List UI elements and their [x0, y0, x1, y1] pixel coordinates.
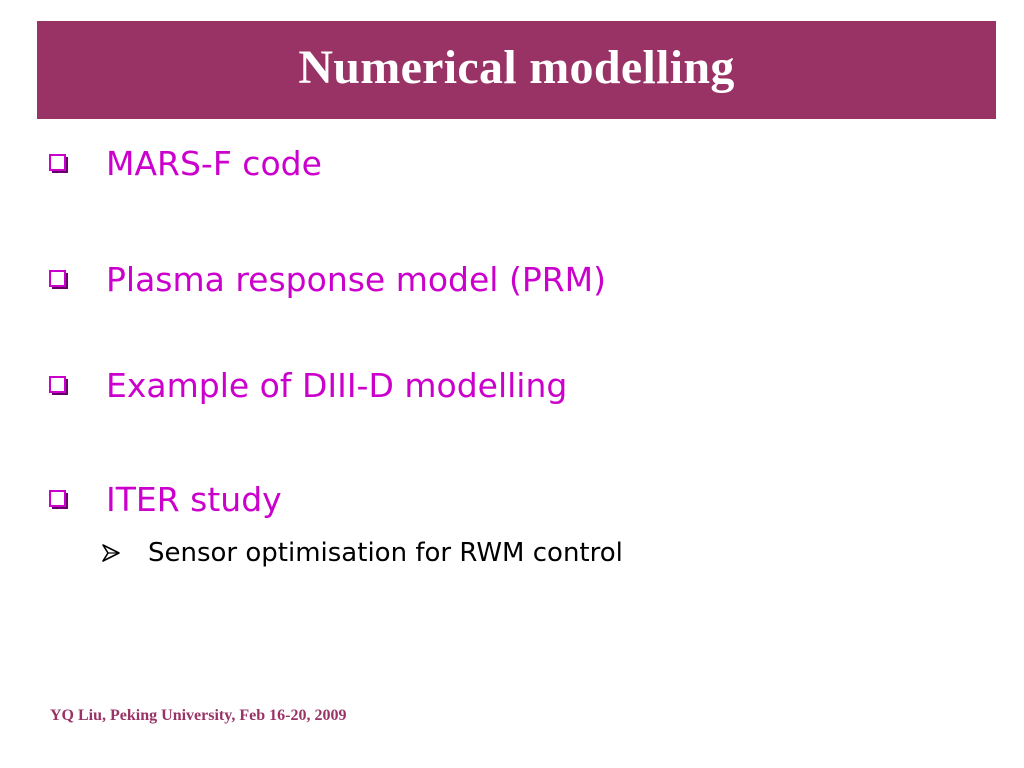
bullet-iter-study: ITER study	[106, 480, 282, 519]
bullet-diii-d-modelling: Example of DIII-D modelling	[106, 366, 568, 405]
sub-bullet-sensor-optimisation: Sensor optimisation for RWM control	[148, 538, 623, 568]
arrowhead-right-icon	[102, 544, 120, 562]
bullet-plasma-response-model: Plasma response model (PRM)	[106, 260, 607, 299]
bullet-mars-f-code: MARS-F code	[106, 144, 322, 183]
checkbox-square-icon	[49, 490, 68, 509]
footer: YQ Liu, Peking University, Feb 16-20, 20…	[50, 707, 347, 724]
slide-title: Numerical modelling	[298, 40, 735, 94]
title-bar: Numerical modelling	[37, 21, 996, 119]
checkbox-square-icon	[49, 270, 68, 289]
checkbox-square-icon	[49, 154, 68, 173]
checkbox-square-icon	[49, 376, 68, 395]
